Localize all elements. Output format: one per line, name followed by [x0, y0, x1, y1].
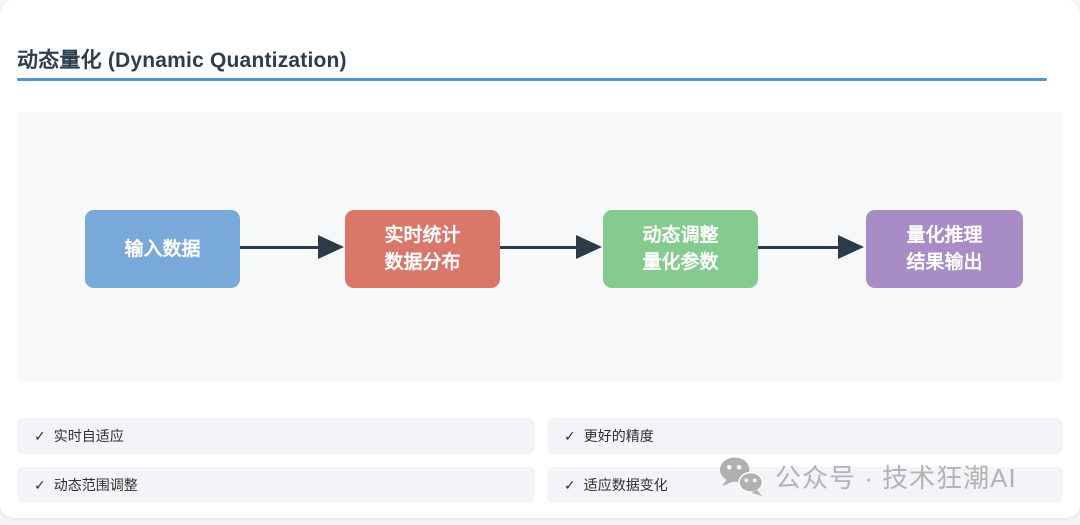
flow-step-label: 动态调整	[642, 225, 719, 246]
flow-step-label: 量化参数	[642, 252, 719, 273]
watermark-text: 公众号 · 技术狂潮AI	[775, 463, 1017, 493]
flow-step-label: 结果输出	[906, 252, 983, 273]
flow-step-output: 量化推理 结果输出	[866, 210, 1023, 288]
feature-label: 更好的精度	[583, 428, 654, 444]
feature-label: 实时自适应	[53, 428, 124, 444]
flow-step-input: 输入数据	[85, 210, 240, 288]
feature-item-realtime: ✓ 实时自适应	[17, 418, 535, 454]
flow-step-stats: 实时统计 数据分布	[345, 210, 500, 288]
page-title: 动态量化 (Dynamic Quantization)	[17, 49, 347, 72]
checkmark-icon: ✓	[34, 476, 46, 493]
flow-arrow-head-icon	[838, 235, 864, 259]
feature-item-better-precision: ✓ 更好的精度	[547, 418, 1063, 454]
flow-arrow-head-icon	[318, 235, 344, 259]
flow-step-label: 量化推理	[906, 225, 983, 246]
flow-step-label: 数据分布	[384, 252, 461, 273]
flow-arrow-line	[758, 246, 840, 249]
flow-step-adjust: 动态调整 量化参数	[603, 210, 758, 288]
feature-label: 动态范围调整	[53, 477, 138, 493]
flow-step-label: 实时统计	[384, 225, 461, 246]
flow-arrow-head-icon	[576, 235, 602, 259]
flow-step-label: 输入数据	[124, 238, 201, 260]
checkmark-icon: ✓	[34, 427, 46, 444]
checkmark-icon: ✓	[564, 427, 576, 444]
watermark: 公众号 · 技术狂潮AI	[718, 456, 1017, 497]
feature-item-dynamic-range: ✓ 动态范围调整	[17, 467, 535, 503]
wechat-icon	[718, 456, 765, 497]
flow-arrow-line	[500, 246, 578, 249]
feature-label: 适应数据变化	[583, 477, 668, 493]
flow-arrow-line	[240, 246, 320, 249]
title-underline	[17, 78, 1047, 81]
checkmark-icon: ✓	[564, 476, 576, 493]
feature-item-adapt-data: ✓ 适应数据变化	[547, 467, 1063, 503]
